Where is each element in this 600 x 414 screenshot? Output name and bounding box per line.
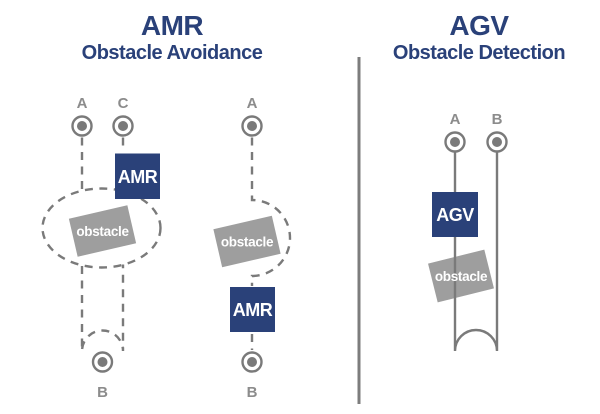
waypoint-b-dot [97,357,108,367]
agv-vehicle-label: AGV [436,205,474,225]
amr-after-diagram: obstacle AMR A B [213,95,292,401]
obstacle-box [68,205,137,257]
amr-robot-box [115,153,160,199]
agv-diagram: obstacle AGV A B [428,111,508,352]
waypoint-a-dot [450,137,460,147]
agv-vehicle-box [432,192,478,237]
obstacle-box [428,249,494,303]
avoidance-loop-path [41,187,162,269]
obstacle-box [213,215,281,268]
amr-robot-label: AMR [233,300,273,320]
waypoint-b-dot [492,137,502,147]
amr-robot-label: AMR [118,167,158,187]
avoidance-route-path [250,137,292,286]
waypoint-a-label: A [450,111,461,128]
agv-subtitle: Obstacle Detection [393,42,565,64]
path-to-b [80,264,125,352]
waypoint-b-label: B [97,384,108,401]
obstacle-label: obstacle [76,224,129,239]
amr-before-diagram: obstacle AMR A C B [41,95,162,401]
waypoint-b-dot [247,357,257,367]
obstacle-label: obstacle [435,269,488,284]
obstacle-label: obstacle [221,235,274,250]
amr-title: AMR [141,10,204,41]
waypoint-b-label: B [492,111,503,128]
waypoint-a-label: A [77,95,88,112]
amr-subtitle: Obstacle Avoidance [82,42,263,64]
waypoint-b-label: B [247,384,258,401]
waypoint-c-dot [118,121,128,131]
waypoint-a-dot [247,121,257,131]
waypoint-a-label: A [247,95,258,112]
amr-robot-box [230,287,275,332]
waypoint-a-dot [77,121,87,131]
agv-title: AGV [449,10,509,41]
waypoint-c-label: C [118,95,129,112]
guide-path [453,152,499,352]
